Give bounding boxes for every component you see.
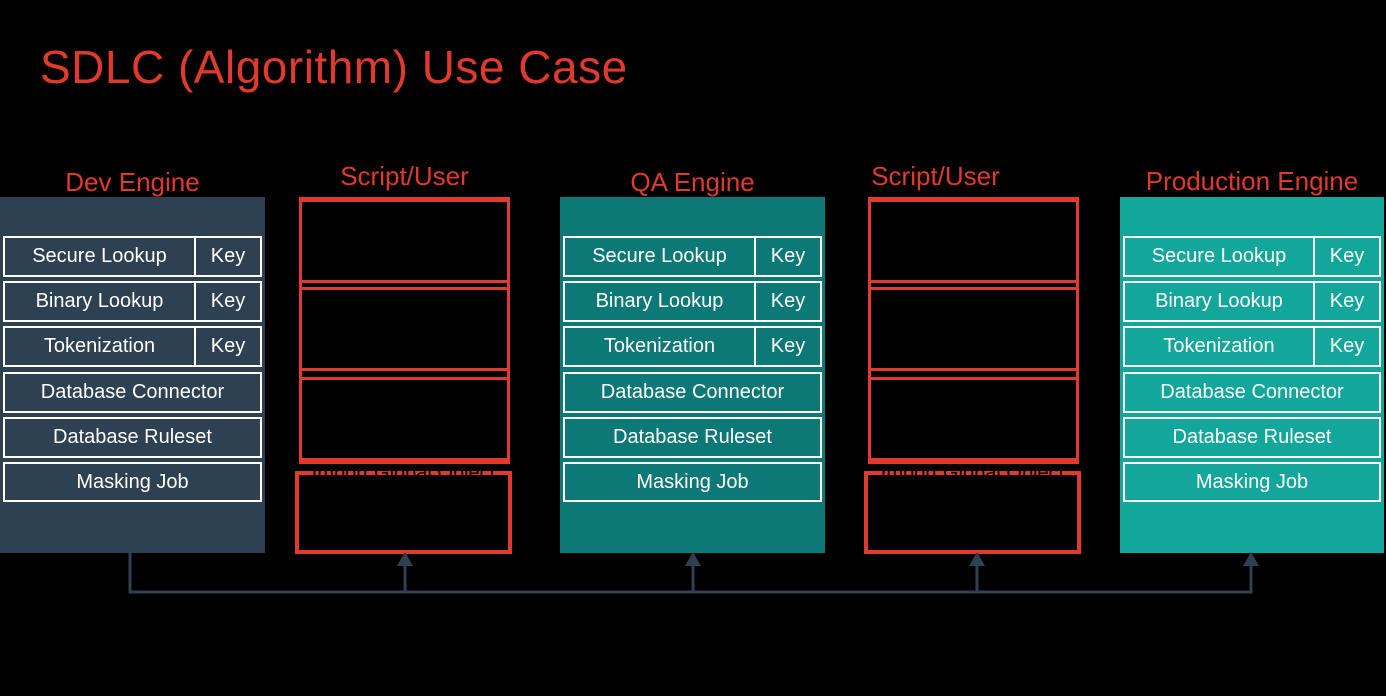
key-cell: Key	[1313, 238, 1379, 275]
table-row: Database Ruleset	[3, 417, 262, 458]
key-cell: Key	[754, 328, 820, 365]
table-row: Binary Lookup Key	[3, 281, 262, 322]
row-label: Binary Lookup	[595, 290, 724, 312]
production-engine-panel: Secure Lookup Key Binary Lookup Key Toke…	[1120, 197, 1384, 553]
row-label: Binary Lookup	[1155, 290, 1283, 312]
import-global-object-label: Import Global Object	[880, 462, 1065, 484]
table-row: Tokenization Key	[3, 326, 262, 367]
column-title-production-engine: Production Engine	[1145, 166, 1359, 196]
script-box	[299, 287, 510, 371]
key-cell: Key	[194, 283, 260, 320]
column-title-dev-engine: Dev Engine	[65, 167, 200, 197]
table-row: Binary Lookup Key	[1123, 281, 1381, 322]
table-row: Secure Lookup Key	[563, 236, 822, 277]
arrowhead-icon	[685, 552, 701, 566]
script-box	[299, 377, 510, 461]
dev-engine-panel: Secure Lookup Key Binary Lookup Key Toke…	[0, 197, 265, 553]
row-label: Binary Lookup	[35, 290, 164, 312]
column-title-qa-engine: QA Engine	[630, 167, 755, 197]
arrowhead-icon	[1243, 552, 1259, 566]
key-cell: Key	[754, 238, 820, 275]
arrowhead-icon	[969, 552, 985, 566]
script-box	[299, 199, 510, 283]
row-label: Database Connector	[600, 381, 785, 403]
table-row: Masking Job	[563, 462, 822, 502]
row-label: Secure Lookup	[32, 245, 167, 267]
row-label: Database Connector	[1160, 381, 1344, 403]
row-label: Tokenization	[603, 335, 716, 357]
row-label: Masking Job	[76, 470, 189, 493]
table-row: Secure Lookup Key	[1123, 236, 1381, 277]
table-row: Tokenization Key	[1123, 326, 1381, 367]
row-label: Secure Lookup	[592, 245, 727, 267]
import-global-object-box-1: Import Global Object	[295, 462, 512, 554]
table-row: Tokenization Key	[563, 326, 822, 367]
table-row: Binary Lookup Key	[563, 281, 822, 322]
key-cell: Key	[1313, 283, 1379, 320]
row-label: Database Ruleset	[613, 426, 772, 448]
row-label: Database Connector	[40, 381, 225, 403]
row-label: Database Ruleset	[1172, 426, 1332, 448]
import-global-object-label: Import Global Object	[311, 462, 496, 484]
row-label: Masking Job	[636, 470, 749, 493]
table-row: Database Connector	[3, 372, 262, 413]
script-user-panel-2	[868, 197, 1079, 464]
column-title-script-user-1: Script/User	[340, 161, 469, 191]
script-box	[868, 377, 1079, 461]
row-label: Database Ruleset	[53, 426, 212, 448]
key-cell: Key	[194, 328, 260, 365]
table-row: Secure Lookup Key	[3, 236, 262, 277]
table-row: Database Connector	[563, 372, 822, 413]
key-cell: Key	[1313, 328, 1379, 365]
row-label: Tokenization	[43, 335, 156, 357]
import-global-object-box-2: Import Global Object	[864, 462, 1081, 554]
arrowhead-icon	[397, 552, 413, 566]
qa-engine-panel: Secure Lookup Key Binary Lookup Key Toke…	[560, 197, 825, 553]
script-box	[868, 287, 1079, 371]
script-box	[868, 199, 1079, 283]
column-title-script-user-2: Script/User	[871, 161, 1000, 191]
table-row: Database Ruleset	[563, 417, 822, 458]
key-cell: Key	[194, 238, 260, 275]
row-label: Tokenization	[1163, 335, 1275, 357]
page-title: SDLC (Algorithm) Use Case	[40, 41, 628, 93]
row-label: Secure Lookup	[1151, 245, 1287, 267]
script-user-panel-1	[299, 197, 510, 464]
row-label: Masking Job	[1195, 470, 1309, 493]
table-row: Masking Job	[1123, 462, 1381, 502]
key-cell: Key	[754, 283, 820, 320]
table-row: Masking Job	[3, 462, 262, 502]
table-row: Database Ruleset	[1123, 417, 1381, 458]
table-row: Database Connector	[1123, 372, 1381, 413]
